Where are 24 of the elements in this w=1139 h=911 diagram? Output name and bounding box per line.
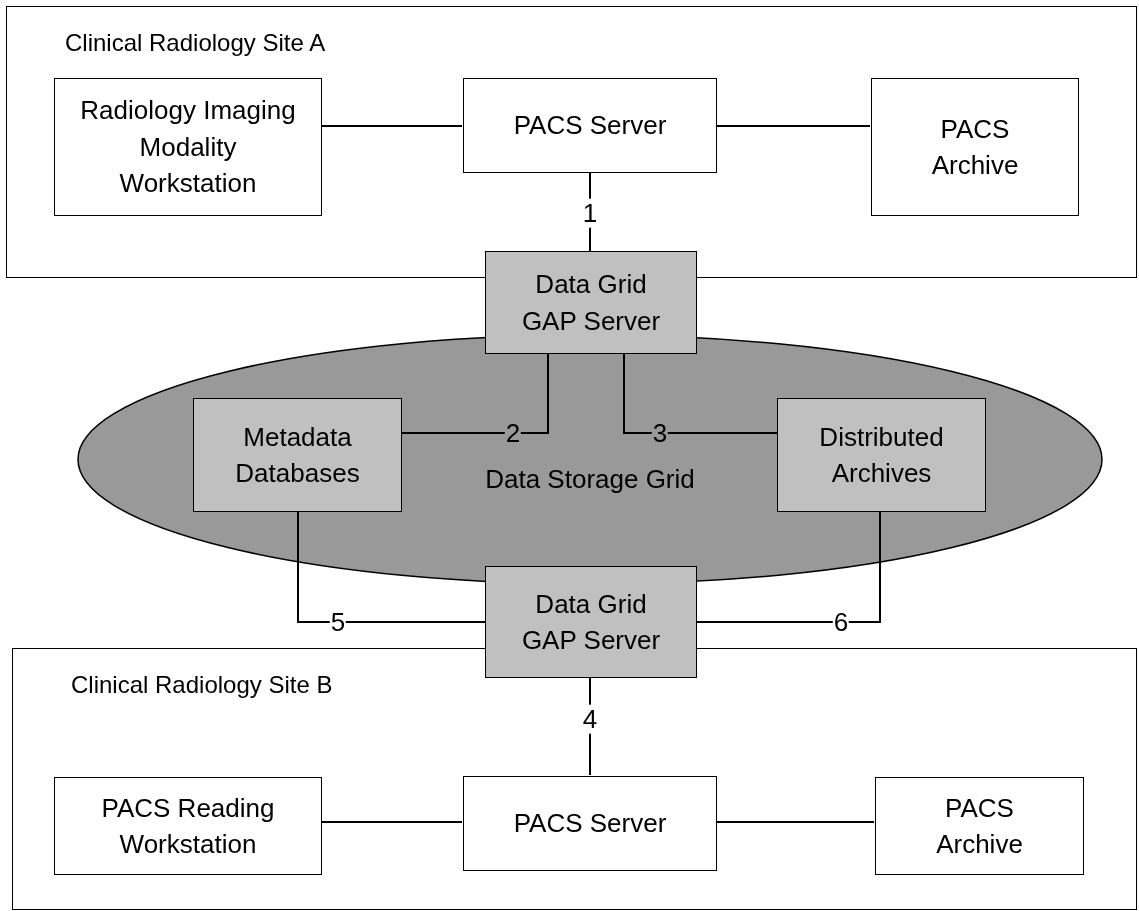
connector-line <box>320 125 463 127</box>
connector-line <box>696 511 881 623</box>
server-box: PACS Server <box>463 78 717 173</box>
workstation-box: Radiology Imaging Modality Workstation <box>54 78 322 216</box>
archive-box: Distributed Archives <box>777 398 986 512</box>
gateway-server-box: Data Grid GAP Server <box>485 566 697 678</box>
gateway-server-box: Data Grid GAP Server <box>485 251 697 354</box>
database-box: Metadata Databases <box>193 398 402 512</box>
connector-line <box>320 821 463 823</box>
site-title: Clinical Radiology Site B <box>71 671 333 699</box>
server-box: PACS Server <box>463 776 717 871</box>
site-title: Clinical Radiology Site A <box>65 29 326 57</box>
grid-label: Data Storage Grid <box>485 463 695 495</box>
connector-line <box>623 353 778 434</box>
archive-box: PACS Archive <box>875 777 1084 875</box>
edge-label: 1 <box>581 198 599 228</box>
archive-box: PACS Archive <box>871 78 1079 216</box>
connector-line <box>401 353 549 434</box>
connector-line <box>715 821 875 823</box>
connector-line <box>297 511 486 623</box>
connector-line <box>715 125 871 127</box>
site-region <box>12 648 1137 910</box>
edge-label: 4 <box>581 704 599 734</box>
workstation-box: PACS Reading Workstation <box>54 777 322 875</box>
